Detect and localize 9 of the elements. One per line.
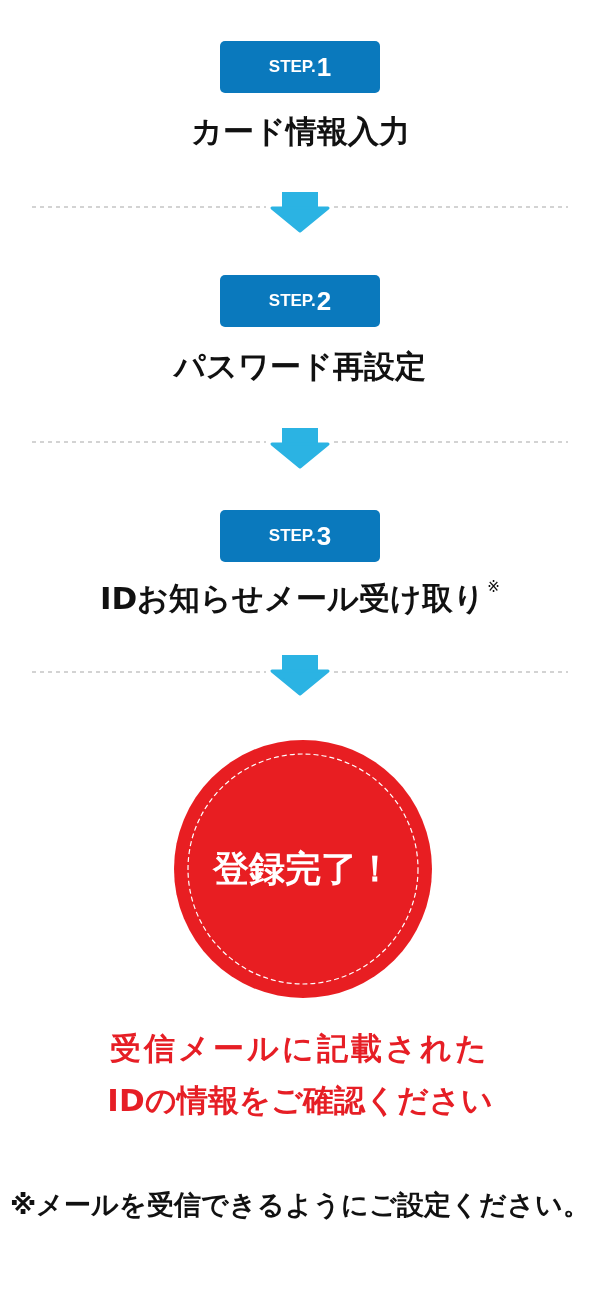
step-title: IDお知らせメール受け取り$^{※}$ — [99, 578, 501, 618]
step-title: パスワード再設定 — [172, 347, 427, 386]
footnote-text: ※メールを受信できるようにご設定ください。 — [8, 1188, 592, 1222]
step-badge: STEP.2 — [220, 275, 380, 327]
step-badge: STEP.1 — [220, 41, 380, 93]
completion-text: 登録完了！ — [211, 847, 394, 891]
step-badge: STEP.3 — [220, 510, 380, 562]
notice-text: 受信メールに記載されたIDの情報をご確認ください — [106, 1029, 494, 1120]
step-title: カード情報入力 — [189, 112, 411, 151]
